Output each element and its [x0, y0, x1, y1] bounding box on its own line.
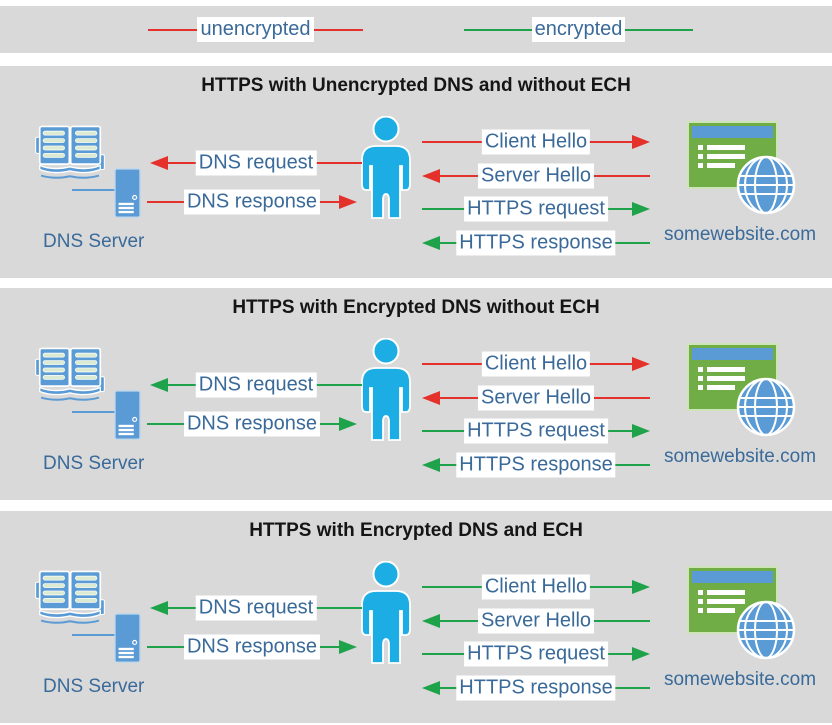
- arrowhead-left-icon: [150, 378, 168, 392]
- arrow-label: HTTPS request: [464, 418, 608, 444]
- arrow-label: Server Hello: [477, 608, 595, 634]
- arrowhead-right-icon: [632, 424, 650, 438]
- arrow-label: DNS request: [195, 595, 317, 621]
- unencrypted-line-icon: [313, 28, 364, 31]
- arrowhead-right-icon: [632, 357, 650, 371]
- server-icon: [114, 613, 141, 663]
- legend-label-unencrypted: unencrypted: [197, 17, 314, 42]
- website-globe-icon: [687, 121, 799, 217]
- unencrypted-line-icon: [148, 28, 198, 31]
- arrowhead-left-icon: [422, 458, 440, 472]
- arrow-label: DNS request: [195, 150, 317, 176]
- panel-title: HTTPS with Encrypted DNS without ECH: [232, 297, 600, 318]
- arrowhead-left-icon: [422, 614, 440, 628]
- arrow-label: HTTPS request: [464, 641, 608, 667]
- dns-server-label: DNS Server: [43, 453, 145, 474]
- dns-server-label: DNS Server: [43, 676, 145, 697]
- website-label: somewebsite.com: [663, 669, 817, 690]
- arrow-label: Server Hello: [477, 385, 595, 411]
- panel-https-encrypted-dns-without-ech: HTTPS with Encrypted DNS without ECH DNS…: [0, 288, 832, 500]
- arrowhead-left-icon: [422, 236, 440, 250]
- person-icon: [360, 561, 412, 665]
- arrowhead-left-icon: [150, 156, 168, 170]
- arrowhead-left-icon: [150, 601, 168, 615]
- encrypted-line-icon: [464, 28, 532, 31]
- open-book-icon: [35, 122, 105, 182]
- arrowhead-left-icon: [422, 681, 440, 695]
- arrowhead-left-icon: [422, 391, 440, 405]
- panel-title: HTTPS with Encrypted DNS and ECH: [249, 520, 583, 541]
- arrow-label: HTTPS response: [456, 230, 616, 256]
- person-icon: [360, 116, 412, 220]
- open-book-icon: [35, 344, 105, 404]
- arrow-label: Server Hello: [477, 163, 595, 189]
- panel-https-unencrypted-dns-without-ech: HTTPS with Unencrypted DNS and without E…: [0, 66, 832, 278]
- arrowhead-right-icon: [632, 580, 650, 594]
- arrow-label: DNS response: [183, 189, 321, 215]
- arrowhead-right-icon: [339, 640, 357, 654]
- server-icon: [114, 390, 141, 440]
- arrow-label: DNS response: [183, 411, 321, 437]
- arrow-label: Client Hello: [481, 351, 591, 377]
- book-server-connector-line: [72, 411, 118, 413]
- arrow-label: HTTPS request: [464, 196, 608, 222]
- website-label: somewebsite.com: [663, 224, 817, 245]
- legend-label-encrypted: encrypted: [531, 17, 626, 42]
- arrowhead-left-icon: [422, 169, 440, 183]
- person-icon: [360, 338, 412, 442]
- legend-encrypted: encrypted: [464, 6, 693, 53]
- panel-title: HTTPS with Unencrypted DNS and without E…: [201, 75, 631, 96]
- website-globe-icon: [687, 343, 799, 439]
- legend-bar: unencrypted encrypted: [0, 6, 832, 53]
- arrow-label: HTTPS response: [456, 675, 616, 701]
- arrowhead-right-icon: [632, 202, 650, 216]
- panel-https-encrypted-dns-and-ech: HTTPS with Encrypted DNS and ECH DNS Ser…: [0, 511, 832, 723]
- arrow-label: Client Hello: [481, 574, 591, 600]
- server-icon: [114, 168, 141, 218]
- arrow-label: HTTPS response: [456, 452, 616, 478]
- arrow-label: DNS response: [183, 634, 321, 660]
- arrowhead-right-icon: [339, 417, 357, 431]
- legend-unencrypted: unencrypted: [148, 6, 364, 53]
- arrow-label: Client Hello: [481, 129, 591, 155]
- encrypted-line-icon: [625, 28, 693, 31]
- open-book-icon: [35, 567, 105, 627]
- dns-server-label: DNS Server: [43, 231, 145, 252]
- book-server-connector-line: [72, 189, 118, 191]
- website-label: somewebsite.com: [663, 446, 817, 467]
- arrowhead-right-icon: [632, 647, 650, 661]
- website-globe-icon: [687, 566, 799, 662]
- arrowhead-right-icon: [339, 195, 357, 209]
- arrowhead-right-icon: [632, 135, 650, 149]
- book-server-connector-line: [72, 634, 118, 636]
- arrow-label: DNS request: [195, 372, 317, 398]
